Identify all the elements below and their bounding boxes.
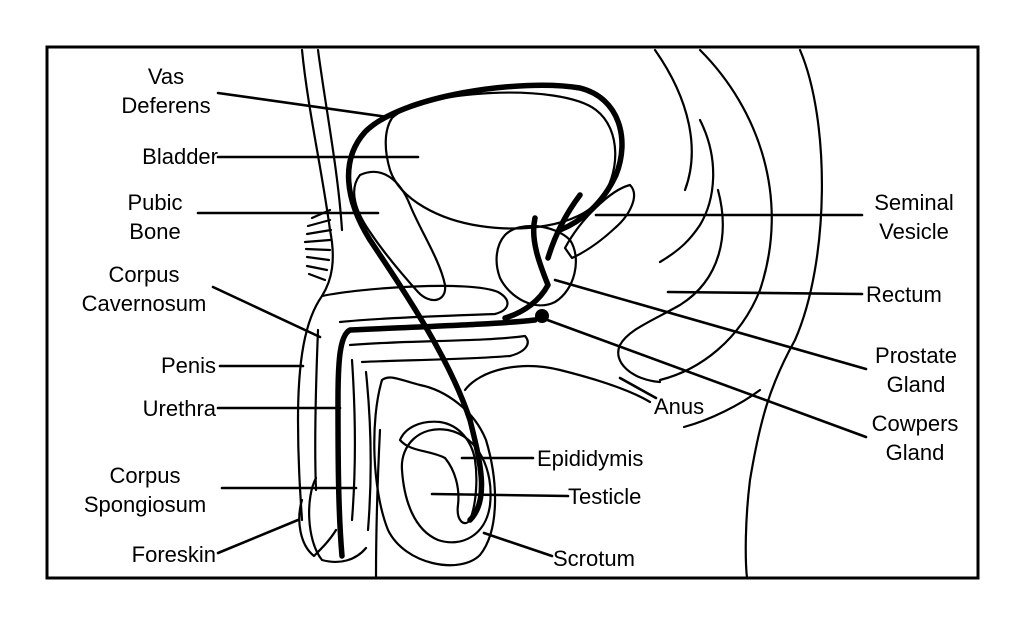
label-penis: Penis (120, 351, 216, 380)
label-bladder: Bladder (100, 142, 218, 171)
back-inner-curve (655, 50, 692, 190)
label-seminal-vesicle-text: Seminal Vesicle (874, 190, 953, 244)
label-anus: Anus (654, 392, 704, 421)
perineum-curve (465, 366, 650, 402)
label-bladder-text: Bladder (142, 144, 218, 169)
label-epididymis-text: Epididymis (537, 446, 643, 471)
body-inner-wall (318, 50, 342, 230)
pubic-hair (305, 210, 331, 280)
label-cowpers-gland-text: Cowpers Gland (872, 411, 959, 465)
leader-foreskin (218, 520, 298, 553)
label-vas-deferens: Vas Deferens (110, 62, 222, 120)
label-corpus-cavernosum-text: Corpus Cavernosum (82, 262, 207, 316)
label-urethra-text: Urethra (143, 396, 216, 421)
leader-testicle (432, 494, 568, 496)
rectum-outline (618, 190, 723, 382)
label-prostate-gland-text: Prostate Gland (875, 343, 957, 397)
label-rectum-text: Rectum (866, 282, 942, 307)
label-rectum: Rectum (866, 280, 942, 309)
epididymis-shape (400, 422, 476, 523)
rectum-inner (660, 120, 713, 262)
leader-vas-deferens (218, 93, 388, 117)
label-corpus-cavernosum: Corpus Cavernosum (64, 260, 224, 318)
leader-rectum (668, 292, 862, 294)
label-seminal-vesicle: Seminal Vesicle (858, 188, 970, 246)
label-testicle-text: Testicle (568, 484, 641, 509)
label-scrotum: Scrotum (553, 544, 635, 573)
label-pubic-bone: Pubic Bone (106, 188, 204, 246)
label-foreskin: Foreskin (100, 540, 216, 569)
penis-ventral-outline (315, 330, 318, 490)
label-corpus-spongiosum-text: Corpus Spongiosum (84, 463, 206, 517)
label-prostate-gland: Prostate Gland (860, 341, 972, 399)
anatomy-drawing (298, 50, 822, 578)
back-body-outline (746, 50, 822, 578)
leader-scrotum (484, 533, 552, 556)
label-scrotum-text: Scrotum (553, 546, 635, 571)
spongiosum-lower-2 (366, 372, 371, 530)
label-testicle: Testicle (568, 482, 641, 511)
label-vas-deferens-text: Vas Deferens (121, 64, 210, 118)
glans-outline (299, 500, 336, 556)
label-urethra: Urethra (100, 394, 216, 423)
label-corpus-spongiosum: Corpus Spongiosum (64, 461, 226, 519)
label-cowpers-gland: Cowpers Gland (858, 409, 972, 467)
label-pubic-bone-text: Pubic Bone (127, 190, 182, 244)
label-foreskin-text: Foreskin (132, 542, 216, 567)
bladder-outline (386, 93, 616, 229)
label-anus-text: Anus (654, 394, 704, 419)
spongiosum-lower (352, 360, 355, 520)
label-epididymis: Epididymis (537, 444, 643, 473)
label-penis-text: Penis (161, 353, 216, 378)
leader-corpus-cavernosum (213, 287, 320, 337)
